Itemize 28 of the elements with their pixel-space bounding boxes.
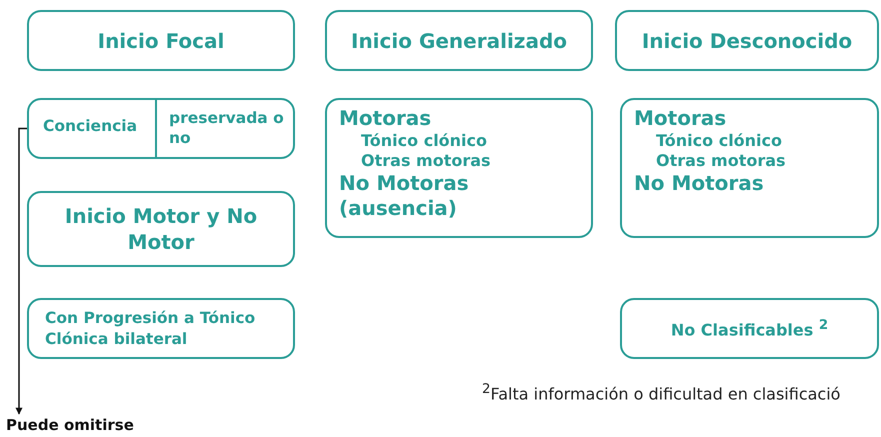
subtype-item: Otras motoras bbox=[655, 151, 787, 171]
subtype-item: Tónico clónico bbox=[655, 131, 784, 151]
criterion-value: preservada o no bbox=[155, 100, 293, 157]
box-title: Inicio Generalizado bbox=[351, 28, 567, 54]
category-heading: Motoras bbox=[339, 106, 432, 131]
box-title: Inicio Desconocido bbox=[642, 28, 852, 54]
box-title: Inicio Motor y No Motor bbox=[64, 203, 258, 255]
box-title: Inicio Focal bbox=[98, 28, 224, 54]
criterion-label: Conciencia bbox=[42, 116, 138, 137]
criterion-box bbox=[27, 98, 295, 159]
subtype-item: Otras motoras bbox=[360, 151, 492, 171]
footnote: $^{2}$Falta información o dificultad en clasificació bbox=[482, 382, 840, 404]
category-heading: No Motoras bbox=[634, 171, 765, 196]
subtype-box bbox=[325, 98, 593, 238]
subtype-box bbox=[620, 98, 879, 238]
subtype-item: Tónico clónico bbox=[360, 131, 488, 151]
arrow bbox=[16, 128, 27, 415]
box-text: No Clasificables $^{2}$ bbox=[670, 318, 828, 340]
category-box bbox=[325, 10, 593, 71]
category-heading: No Motoras (ausencia) bbox=[339, 171, 470, 221]
note-text: Puede omitirse bbox=[6, 416, 166, 437]
category-heading: Motoras bbox=[634, 106, 728, 131]
box-text: Con Progresión a Tónico Clónica bilateral bbox=[45, 308, 256, 350]
category-box bbox=[27, 10, 295, 71]
category-box bbox=[620, 298, 879, 359]
category-box bbox=[27, 298, 295, 359]
category-box bbox=[27, 191, 295, 267]
category-box bbox=[615, 10, 879, 71]
